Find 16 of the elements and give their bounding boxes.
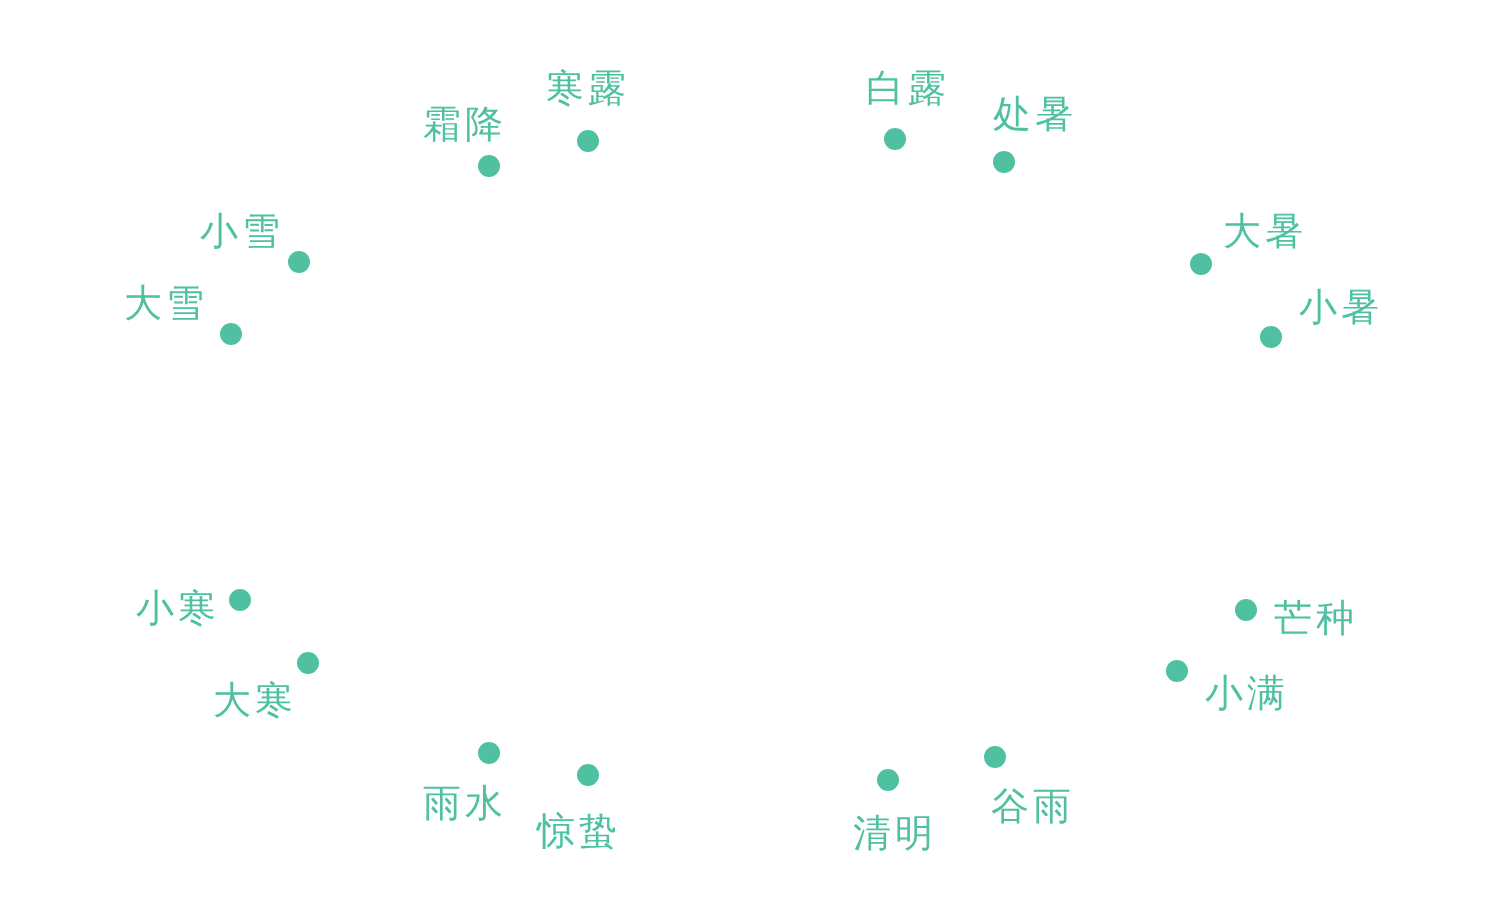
term-label: 谷雨 xyxy=(991,784,1075,828)
term-label: 小雪 xyxy=(200,209,284,253)
term-label: 大雪 xyxy=(124,281,208,325)
term-label: 大暑 xyxy=(1223,209,1307,253)
term-label: 处暑 xyxy=(993,92,1077,136)
term-label: 惊蛰 xyxy=(537,809,621,853)
term-label: 大寒 xyxy=(213,678,297,722)
term-label: 芒种 xyxy=(1274,596,1358,640)
term-label: 霜降 xyxy=(423,102,507,146)
term-label: 小寒 xyxy=(136,586,220,630)
term-label: 寒露 xyxy=(546,66,630,110)
term-label: 雨水 xyxy=(423,781,507,825)
term-label: 小满 xyxy=(1205,671,1289,715)
term-label: 白露 xyxy=(866,66,950,110)
term-label: 小暑 xyxy=(1299,285,1383,329)
term-label: 清明 xyxy=(853,811,937,855)
